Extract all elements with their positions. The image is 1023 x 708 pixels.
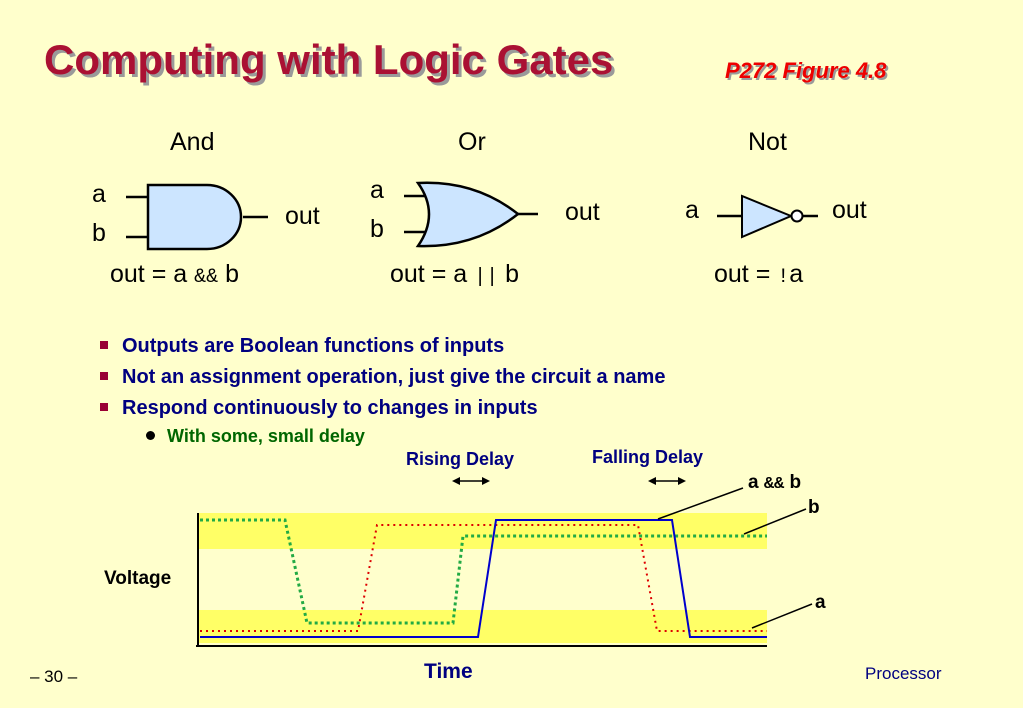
a-label-leader xyxy=(751,603,813,629)
and-signal-b: b xyxy=(784,472,802,493)
rising-delay-arrow-icon xyxy=(452,477,490,485)
or-equation-rhs: b xyxy=(498,260,519,288)
bullet-text: Respond continuously to changes in input… xyxy=(122,397,538,419)
figure-reference: P272 Figure 4.8 xyxy=(725,58,887,83)
and-signal-operator: && xyxy=(763,475,785,494)
not-gate-title: Not xyxy=(748,128,787,156)
and-signal-a: a xyxy=(748,472,764,493)
not-equation: out = !a xyxy=(714,260,803,289)
bullet-item: Respond continuously to changes in input… xyxy=(100,397,538,420)
and-output-label: out xyxy=(285,202,320,230)
high-voltage-band xyxy=(198,513,767,549)
round-bullet-icon xyxy=(146,430,155,440)
falling-delay-label: Falling Delay xyxy=(592,447,704,467)
bullet-text: Outputs are Boolean functions of inputs xyxy=(122,335,505,357)
or-input-b-label: b xyxy=(370,215,384,243)
or-equation-lhs: out = a xyxy=(390,260,475,288)
not-bubble xyxy=(790,209,804,223)
signal-a-trace xyxy=(200,524,767,632)
not-input-a-label: a xyxy=(685,196,699,224)
or-gate-body xyxy=(415,181,521,248)
and-gate-body xyxy=(146,183,243,251)
x-axis-label: Time xyxy=(424,660,473,683)
signal-b-trace xyxy=(200,518,767,625)
rising-delay-label: Rising Delay xyxy=(406,449,515,469)
signal-and-trace xyxy=(200,519,767,638)
and-label-leader xyxy=(657,487,744,520)
not-gate-symbol xyxy=(717,194,818,239)
falling-delay-arrow-icon xyxy=(648,477,686,485)
b-signal-label: b xyxy=(808,497,820,518)
not-gate-body xyxy=(741,194,794,239)
and-equation-rhs: b xyxy=(218,260,239,288)
or-equation: out = a || b xyxy=(390,260,519,289)
bullet-item: Not an assignment operation, just give t… xyxy=(100,366,665,389)
square-bullet-icon xyxy=(100,371,108,380)
bullet-text: Not an assignment operation, just give t… xyxy=(122,366,666,388)
or-input-a-label: a xyxy=(370,176,384,204)
and-equation-lhs: out = a xyxy=(110,260,195,288)
or-gate-title: Or xyxy=(458,128,486,156)
sub-bullet-item: With some, small delay xyxy=(146,426,365,447)
and-signal-label: a && b xyxy=(748,472,801,494)
a-signal-label: a xyxy=(815,592,826,613)
bullet-item: Outputs are Boolean functions of inputs xyxy=(100,335,504,358)
or-output-label: out xyxy=(565,198,600,226)
b-label-leader xyxy=(743,508,807,535)
slide-number: – 30 – xyxy=(30,667,78,686)
and-gate-title: And xyxy=(170,128,215,156)
not-output-label: out xyxy=(832,196,867,224)
and-input-b-label: b xyxy=(92,219,106,247)
and-input-a-label: a xyxy=(92,180,106,208)
not-operator: ! xyxy=(777,266,790,289)
page-title: Computing with Logic Gates xyxy=(44,36,614,83)
footer-section: Processor xyxy=(865,664,942,683)
and-gate-symbol xyxy=(126,183,268,251)
or-gate-symbol xyxy=(404,181,538,248)
sub-bullet-text: With some, small delay xyxy=(167,426,365,446)
square-bullet-icon xyxy=(100,340,108,349)
and-operator: && xyxy=(194,266,219,289)
low-voltage-band xyxy=(198,610,767,643)
y-axis-label: Voltage xyxy=(104,568,172,589)
not-equation-lhs: out = xyxy=(714,260,778,288)
or-operator: || xyxy=(474,266,499,289)
and-equation: out = a && b xyxy=(110,260,239,289)
not-equation-rhs: a xyxy=(789,260,804,288)
square-bullet-icon xyxy=(100,402,108,411)
